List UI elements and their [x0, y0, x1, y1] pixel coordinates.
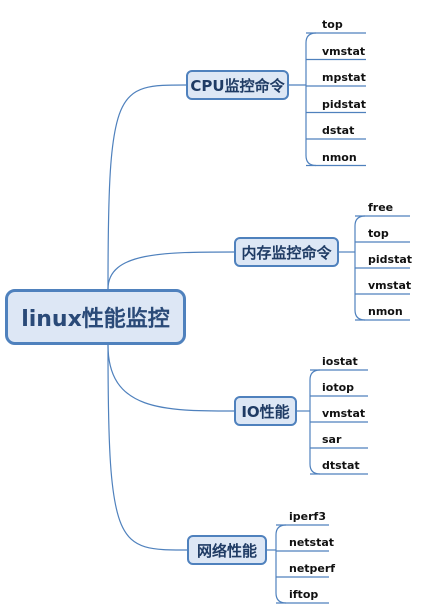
leaf-topic[interactable]: mpstat: [322, 71, 366, 84]
root-branch-connector: [107, 344, 188, 551]
leaf-topic[interactable]: vmstat: [368, 279, 412, 292]
root-branch-connector: [107, 84, 187, 290]
leaf-topic[interactable]: iostat: [322, 355, 358, 368]
leaf-topic[interactable]: netperf: [289, 562, 336, 575]
leaf-topic[interactable]: nmon: [322, 150, 357, 164]
leaf-topic[interactable]: iperf3: [289, 510, 326, 523]
branch-io[interactable]: IO性能: [234, 396, 297, 426]
leaf-topic[interactable]: vmstat: [322, 44, 366, 58]
branch-network[interactable]: 网络性能: [187, 535, 267, 565]
leaf-topic[interactable]: iotop: [322, 381, 355, 394]
leaf-topic[interactable]: top: [322, 18, 343, 31]
branch-cpu[interactable]: CPU监控命令: [186, 70, 289, 100]
root-branch-connector: [107, 344, 235, 412]
leaf-topic[interactable]: dtstat: [322, 459, 360, 472]
leaf-topic[interactable]: dstat: [322, 124, 355, 137]
leaf-topic[interactable]: pidstat: [368, 253, 413, 266]
leaf-topic[interactable]: free: [368, 201, 394, 214]
leaf-spine: [305, 32, 317, 167]
leaf-topic[interactable]: top: [368, 227, 389, 240]
leaf-topic[interactable]: vmstat: [322, 407, 366, 420]
leaf-topic[interactable]: nmon: [368, 305, 403, 318]
branch-memory[interactable]: 内存监控命令: [234, 237, 339, 267]
root-topic[interactable]: linux性能监控: [5, 289, 186, 345]
leaf-topic[interactable]: pidstat: [322, 97, 367, 111]
root-branch-connector: [107, 251, 235, 290]
leaf-spine: [275, 524, 287, 604]
leaf-topic[interactable]: iftop: [289, 588, 319, 601]
leaf-topic[interactable]: netstat: [289, 536, 335, 549]
leaf-topic[interactable]: sar: [322, 433, 342, 446]
